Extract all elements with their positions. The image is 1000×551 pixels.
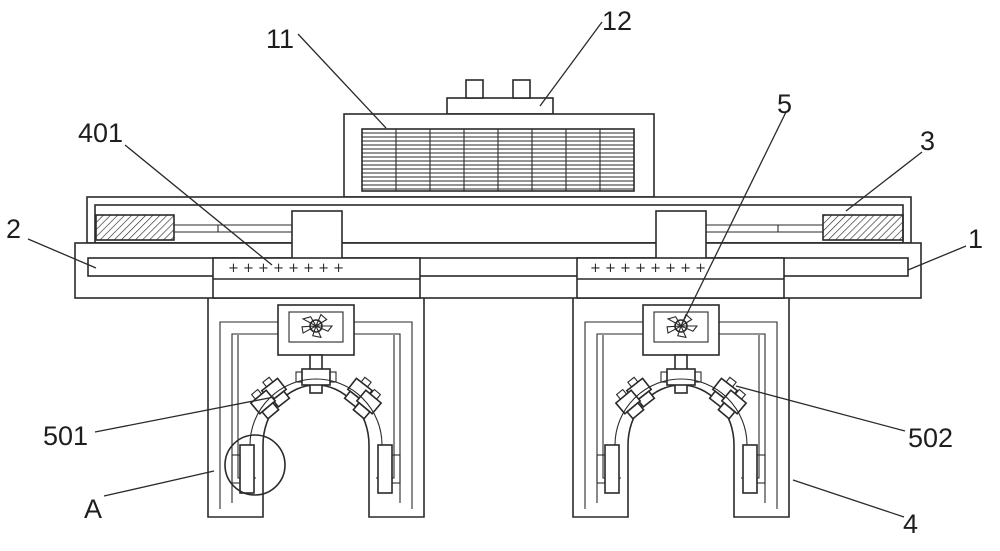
nozzle-tip [694, 371, 702, 383]
push-rod-left [174, 224, 292, 233]
fan-blade [315, 325, 334, 332]
sensor-base [271, 390, 291, 409]
connector-block [446, 79, 554, 115]
label-401: 401 [78, 118, 123, 148]
angled-sensor [249, 388, 280, 420]
clamp-pad-right [377, 444, 393, 494]
sensor-head [262, 376, 274, 388]
nozzle-tip [295, 371, 303, 383]
strip-right: + + + + + + + + [576, 257, 785, 299]
label-3: 3 [920, 126, 935, 156]
label-12: 12 [602, 6, 632, 36]
fan-box [277, 304, 355, 356]
clamp-pad-left [604, 444, 620, 494]
fan-blade [666, 316, 683, 328]
push-rod-right [706, 224, 823, 233]
leader-lines [27, 21, 967, 518]
sensor-head [369, 388, 382, 400]
angled-sensor [614, 388, 645, 420]
plus-row-right: + + + + + + + + [590, 261, 706, 276]
vent-grille [362, 129, 634, 191]
clamp-pad-right-back [391, 454, 401, 484]
nozzle [666, 368, 696, 386]
slider-block-right [655, 210, 707, 260]
detail-circle-a [224, 434, 286, 496]
label-501: 501 [43, 421, 88, 451]
nozzle-tip [329, 371, 337, 383]
sensor-head [615, 388, 628, 400]
sensor-head [725, 376, 737, 388]
fan-housing [653, 311, 709, 343]
label-11: 11 [266, 24, 294, 54]
fan-housing [288, 311, 344, 343]
sensor-head [250, 388, 263, 400]
fan-blade [301, 316, 318, 328]
fan-box [642, 304, 720, 356]
angled-sensor [352, 388, 383, 420]
strip-left: + + + + + + + + [212, 257, 421, 299]
sensor-base [626, 401, 645, 420]
slider-block-left [291, 210, 343, 260]
sensor-base [261, 401, 280, 420]
label-a: A [84, 494, 102, 524]
label-2: 2 [6, 214, 21, 244]
arch-inner [249, 378, 383, 470]
drive-block-left [95, 214, 175, 241]
housing-right [572, 298, 790, 518]
fan-blade [680, 325, 699, 332]
label-502: 502 [908, 423, 953, 453]
fan-blade [301, 325, 317, 334]
sensor-base [636, 390, 656, 409]
upper-rail [86, 196, 912, 244]
sensor-head [734, 388, 747, 400]
sensor-base [717, 401, 736, 420]
clamp-pad-left-back [596, 454, 606, 484]
label-5: 5 [777, 89, 792, 119]
arch-inner [614, 378, 748, 470]
sensor-head [627, 376, 639, 388]
sensor-head [360, 376, 372, 388]
nozzle-tip [660, 371, 668, 383]
clamp-pad-right [742, 444, 758, 494]
label-4: 4 [903, 509, 918, 539]
control-box [343, 113, 655, 198]
sensor-base [352, 401, 371, 420]
nozzle [301, 368, 331, 386]
fan-blade [677, 324, 687, 339]
angled-sensor [717, 388, 748, 420]
clamp-pad-left-back [231, 454, 241, 484]
housing-left [207, 298, 425, 518]
clamp-pad-left [239, 444, 255, 494]
fan-blade [314, 313, 328, 328]
drive-block-right [822, 214, 904, 241]
fan-blade [312, 324, 322, 339]
clamp-pad-right-back [756, 454, 766, 484]
fan-blade [666, 325, 682, 334]
plus-row-left: + + + + + + + + [228, 261, 344, 276]
label-1: 1 [968, 224, 983, 254]
main-beam [74, 242, 922, 299]
